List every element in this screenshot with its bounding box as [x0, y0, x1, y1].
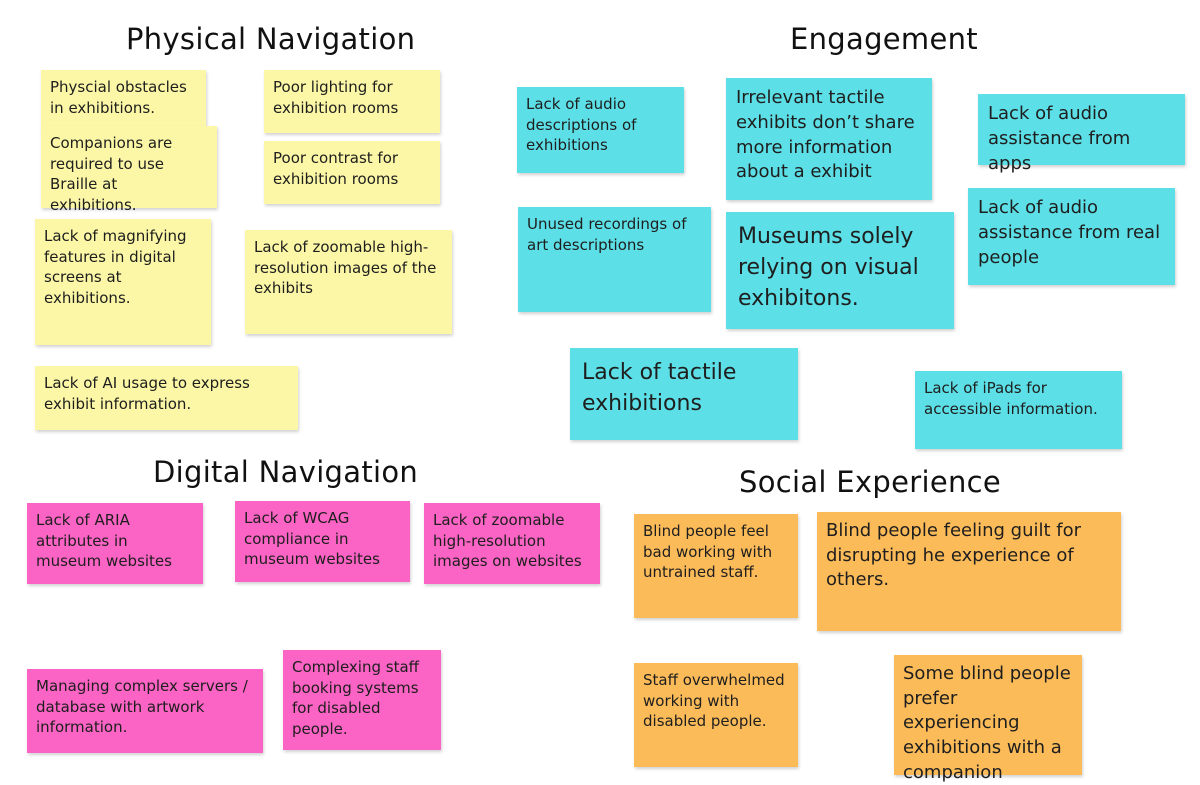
- sticky-note-zoomable-images-websites[interactable]: Lack of zoomable high-resolution images …: [424, 503, 600, 584]
- sticky-note-aria-attributes[interactable]: Lack of ARIA attributes in museum websit…: [27, 503, 203, 584]
- sticky-note-untrained-staff[interactable]: Blind people feel bad working with untra…: [634, 514, 798, 618]
- sticky-note-poor-lighting[interactable]: Poor lighting for exhibition rooms: [264, 70, 440, 133]
- section-title-social-experience: Social Experience: [739, 465, 1002, 499]
- sticky-note-visual-exhibitions[interactable]: Museums solely relying on visual exhibit…: [726, 212, 954, 329]
- sticky-note-magnifying-features[interactable]: Lack of magnifying features in digital s…: [35, 219, 211, 345]
- sticky-note-audio-assistance-apps[interactable]: Lack of audio assistance from apps: [978, 94, 1185, 174]
- sticky-note-staff-booking[interactable]: Complexing staff booking systems for dis…: [283, 650, 441, 750]
- section-title-physical-navigation: Physical Navigation: [126, 22, 416, 56]
- sticky-note-staff-overwhelmed[interactable]: Staff overwhelmed working with disabled …: [634, 663, 798, 767]
- sticky-note-unused-recordings[interactable]: Unused recordings of art descriptions: [518, 207, 711, 312]
- section-title-digital-navigation: Digital Navigation: [153, 455, 419, 489]
- sticky-note-companions-braille[interactable]: Companions are required to use Braille a…: [41, 126, 217, 214]
- section-title-engagement: Engagement: [790, 22, 978, 56]
- sticky-note-ipads[interactable]: Lack of iPads for accessible information…: [915, 371, 1122, 449]
- sticky-note-zoomable-images-exhibits[interactable]: Lack of zoomable high- resolution images…: [245, 230, 452, 334]
- sticky-note-audio-descriptions[interactable]: Lack of audio descriptions of exhibition…: [517, 87, 684, 173]
- sticky-note-blind-companion[interactable]: Some blind people prefer experiencing ex…: [894, 655, 1082, 783]
- sticky-note-complex-servers[interactable]: Managing complex servers / database with…: [27, 669, 263, 753]
- sticky-note-wcag-compliance[interactable]: Lack of WCAG compliance in museum websit…: [235, 501, 410, 582]
- sticky-note-guilt-disrupting[interactable]: Blind people feeling guilt for disruptin…: [817, 512, 1121, 631]
- sticky-note-physical-obstacles[interactable]: Physcial obstacles in exhibitions.: [41, 70, 206, 128]
- sticky-note-ai-usage[interactable]: Lack of AI usage to express exhibit info…: [35, 366, 298, 430]
- sticky-note-poor-contrast[interactable]: Poor contrast for exhibition rooms: [264, 141, 440, 204]
- sticky-note-audio-assistance-people[interactable]: Lack of audio assistance from real peopl…: [968, 188, 1175, 285]
- sticky-note-tactile-exhibitions[interactable]: Lack of tactile exhibitions: [570, 348, 798, 440]
- sticky-note-irrelevant-tactile-exhibits[interactable]: Irrelevant tactile exhibits don’t share …: [726, 78, 932, 200]
